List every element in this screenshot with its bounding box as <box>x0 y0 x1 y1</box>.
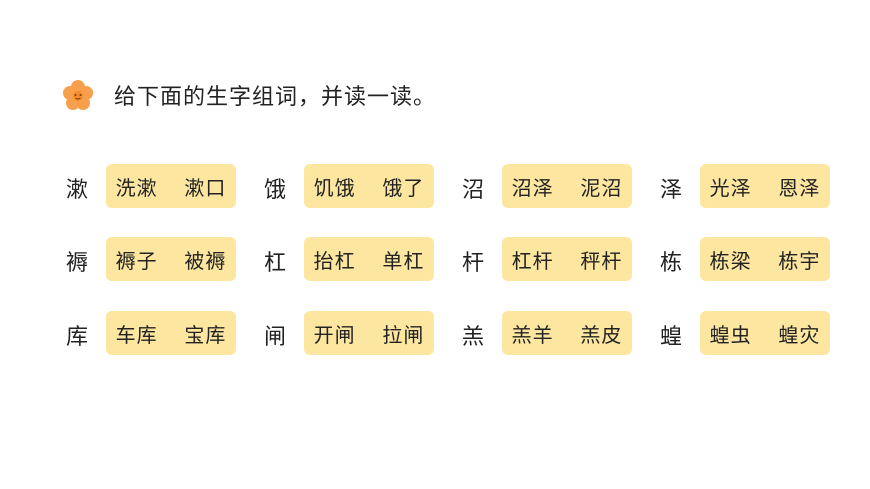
character: 蝗 <box>660 325 683 350</box>
word-pill: 光泽 恩泽 <box>700 164 830 208</box>
word-pill: 褥子 被褥 <box>106 237 236 281</box>
word-cell: 蝗 蝗虫 蝗灾 <box>660 310 830 356</box>
word-cell: 闸 开闸 拉闸 <box>264 310 434 356</box>
word-cell: 漱 洗漱 漱口 <box>66 163 236 209</box>
instruction: 给下面的生字组词，并读一读。 <box>62 78 436 112</box>
word-row: 库 车库 宝库 闸 开闸 拉闸 羔 羔羊 羔皮 蝗 蝗虫 蝗灾 <box>0 310 870 356</box>
character: 栋 <box>660 251 683 276</box>
word-pill: 沼泽 泥沼 <box>502 164 632 208</box>
character: 杆 <box>462 251 485 276</box>
word-row: 褥 褥子 被褥 杠 抬杠 单杠 杆 杠杆 秤杆 栋 栋梁 栋宇 <box>0 236 870 282</box>
word-row: 漱 洗漱 漱口 饿 饥饿 饿了 沼 沼泽 泥沼 泽 光泽 恩泽 <box>0 163 870 209</box>
character: 库 <box>66 325 89 350</box>
word-cell: 泽 光泽 恩泽 <box>660 163 830 209</box>
character: 杠 <box>264 251 287 276</box>
word-pill: 栋梁 栋宇 <box>700 237 830 281</box>
character: 褥 <box>66 251 89 276</box>
word-cell: 羔 羔羊 羔皮 <box>462 310 632 356</box>
word-pill: 饥饿 饿了 <box>304 164 434 208</box>
word-pill: 蝗虫 蝗灾 <box>700 311 830 355</box>
character: 闸 <box>264 325 287 350</box>
word-cell: 库 车库 宝库 <box>66 310 236 356</box>
character: 羔 <box>462 325 485 350</box>
word-pill: 开闸 拉闸 <box>304 311 434 355</box>
word-cell: 杆 杠杆 秤杆 <box>462 236 632 282</box>
character: 沼 <box>462 178 485 203</box>
character: 饿 <box>264 178 287 203</box>
word-cell: 杠 抬杠 单杠 <box>264 236 434 282</box>
word-cell: 栋 栋梁 栋宇 <box>660 236 830 282</box>
word-pill: 洗漱 漱口 <box>106 164 236 208</box>
instruction-text: 给下面的生字组词，并读一读。 <box>114 85 437 110</box>
word-pill: 杠杆 秤杆 <box>502 237 632 281</box>
character: 泽 <box>660 178 683 203</box>
word-pill: 抬杠 单杠 <box>304 237 434 281</box>
word-cell: 饿 饥饿 饿了 <box>264 163 434 209</box>
word-cell: 褥 褥子 被褥 <box>66 236 236 282</box>
flower-icon <box>63 80 93 110</box>
word-cell: 沼 沼泽 泥沼 <box>462 163 632 209</box>
word-pill: 车库 宝库 <box>106 311 236 355</box>
character: 漱 <box>66 178 89 203</box>
word-pill: 羔羊 羔皮 <box>502 311 632 355</box>
